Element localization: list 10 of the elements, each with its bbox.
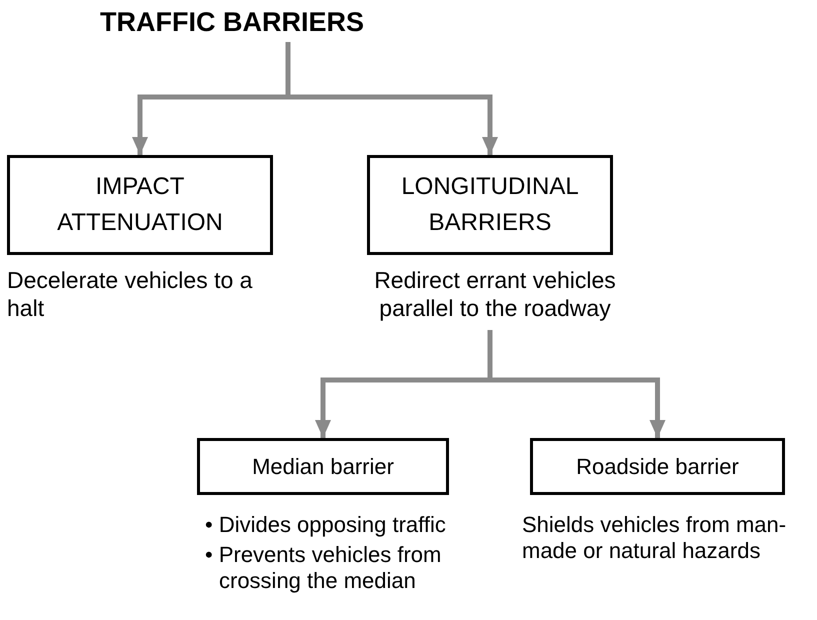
category-box: Median barrier — [197, 438, 449, 495]
bullet-text: • Prevents vehicles from crossing the median — [205, 542, 442, 594]
heading-text: TRAFFIC BARRIERS — [100, 6, 364, 40]
description-text: Shields vehicles from man-made or natural hazards — [522, 512, 788, 564]
category-box: Roadside barrier — [530, 438, 785, 495]
description-text: Redirect errant vehicles parallel to the roadway — [373, 266, 617, 322]
category-box: LONGITUDINAL BARRIERS — [367, 155, 613, 255]
bullet-text: • Divides opposing traffic — [205, 512, 447, 538]
description-text: Decelerate vehicles to a halt — [7, 266, 254, 322]
category-box: IMPACT ATTENUATION — [7, 155, 273, 255]
